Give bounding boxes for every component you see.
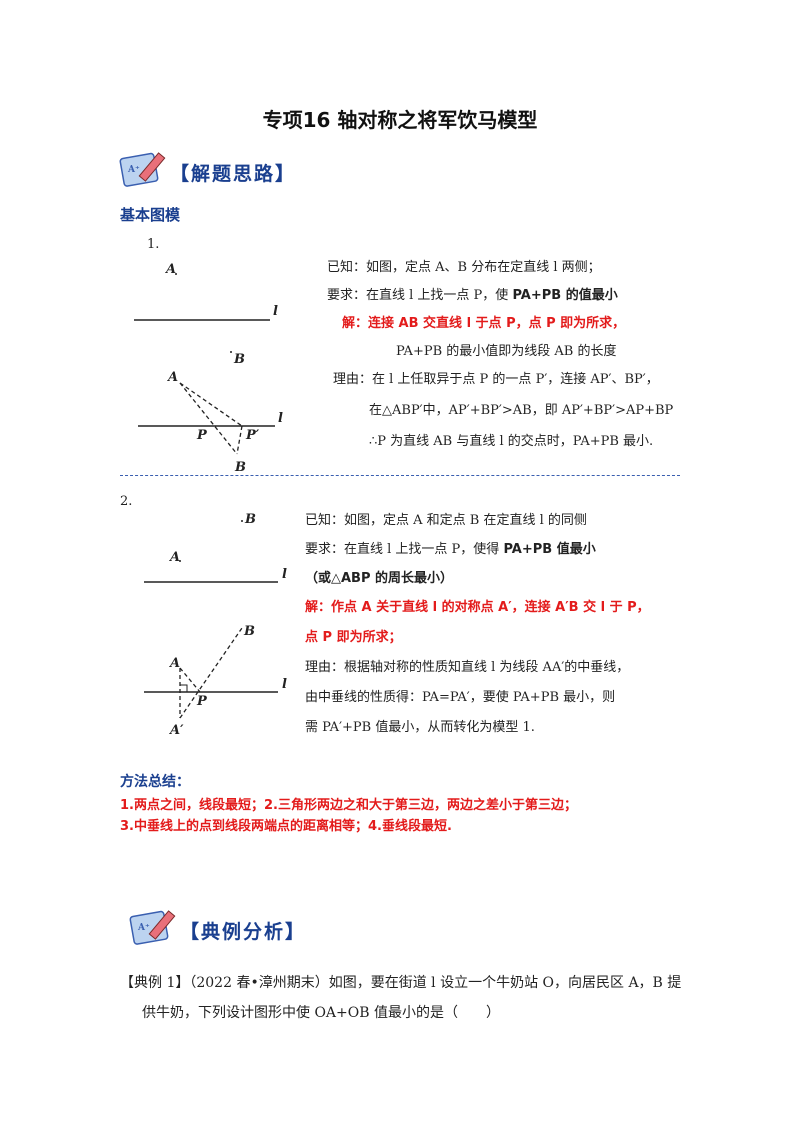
section-basic-model: 基本图模: [120, 206, 181, 224]
label-B: B: [233, 352, 245, 367]
label-A: A: [164, 262, 176, 277]
model1-number: 1.: [147, 237, 160, 252]
model2-solution-line2: 点 P 即为所求；: [305, 630, 402, 645]
summary-line2: 3.中垂线上的点到线段两端点的距离相等；4.垂线段最短.: [120, 819, 452, 834]
banner-title: 【解题思路】: [170, 162, 297, 185]
label-l-2: l: [278, 411, 283, 426]
label-l: l: [282, 567, 287, 582]
model1-solution: 解：连接 AB 交直线 l 于点 P，点 P 即为所求，: [342, 316, 626, 331]
model1-solution-line2: PA+PB 的最小值即为线段 AB 的长度: [396, 344, 617, 359]
summary-heading: 方法总结：: [120, 774, 190, 790]
model2-diagram: B A l B A l P A′: [144, 512, 287, 738]
label-P-prime: P′: [245, 428, 260, 443]
example1-line1: 【典例 1】（2022 春•漳州期末）如图，要在街道 l 设立一个牛奶站 O，向…: [120, 975, 682, 991]
model2-reason2: 由中垂线的性质得：PA=PA′，要使 PA+PB 最小，则: [305, 690, 616, 705]
model2-solution: 解：作点 A 关于直线 l 的对称点 A′，连接 A′B 交 l 于 P，: [305, 600, 650, 615]
label-B-2: B: [243, 624, 255, 639]
segment-AP-prime: [179, 382, 243, 427]
segment-AB: [179, 382, 238, 455]
banner-solution-thoughts: A⁺ 【解题思路】: [118, 150, 296, 194]
pencil-paper-icon: A⁺: [128, 908, 180, 952]
pencil-paper-icon: A⁺: [118, 150, 170, 194]
model1-known: 已知：如图，定点 A、B 分布在定直线 l 两侧；: [327, 260, 601, 275]
model2-known: 已知：如图，定点 A 和定点 B 在定直线 l 的同侧: [305, 513, 587, 528]
banner-title: 【典例分析】: [180, 920, 307, 943]
label-B-2: B: [234, 460, 246, 475]
model2-requirement: 要求：在直线 l 上找一点 P，使得 PA+PB 值最小: [305, 542, 596, 557]
model2-reason3: 需 PA′+PB 值最小，从而转化为模型 1.: [305, 720, 535, 735]
model2-requirement-alt: （或△ABP 的周长最小）: [305, 571, 454, 586]
right-angle-mark: [180, 684, 188, 692]
label-A-prime: A′: [168, 723, 184, 738]
banner-typical-examples: A⁺ 【典例分析】: [128, 908, 306, 952]
label-A-2: A: [168, 656, 180, 671]
summary-line1: 1.两点之间，线段最短；2.三角形两边之和大于第三边，两边之差小于第三边；: [120, 798, 577, 813]
model1-diagram: A l B A l P P′ B: [134, 262, 283, 475]
segment-AP: [179, 667, 201, 693]
model2-reason1: 理由：根据轴对称的性质知直线 l 为线段 AA′的中垂线，: [305, 660, 630, 675]
model1-reason1: 理由：在 l 上任取异于点 P 的一点 P′，连接 AP′、BP′，: [333, 372, 659, 387]
model2-number: 2.: [120, 494, 133, 509]
example1-line2: 供牛奶，下列设计图形中使 OA+OB 值最小的是（ ）: [142, 1005, 500, 1021]
label-A-2: A: [166, 370, 178, 385]
label-l: l: [273, 304, 278, 319]
segment-A-prime-B: [179, 627, 243, 719]
label-l-2: l: [282, 677, 287, 692]
page-title: 专项16 轴对称之将军饮马模型: [262, 108, 538, 132]
section-divider: [120, 475, 680, 476]
label-A: A: [168, 550, 180, 565]
model1-reason3: ∴P 为直线 AB 与直线 l 的交点时，PA+PB 最小.: [369, 434, 654, 449]
segment-BP-prime: [236, 425, 243, 455]
model1-reason2: 在△ABP′中，AP′+BP′>AB，即 AP′+BP′>AP+BP: [369, 403, 674, 418]
label-P: P: [196, 694, 208, 709]
svg-text:A⁺: A⁺: [127, 165, 140, 175]
label-B: B: [244, 512, 256, 527]
svg-text:A⁺: A⁺: [137, 923, 150, 933]
label-P: P: [196, 428, 208, 443]
model1-requirement: 要求：在直线 l 上找一点 P，使 PA+PB 的值最小: [327, 288, 618, 303]
